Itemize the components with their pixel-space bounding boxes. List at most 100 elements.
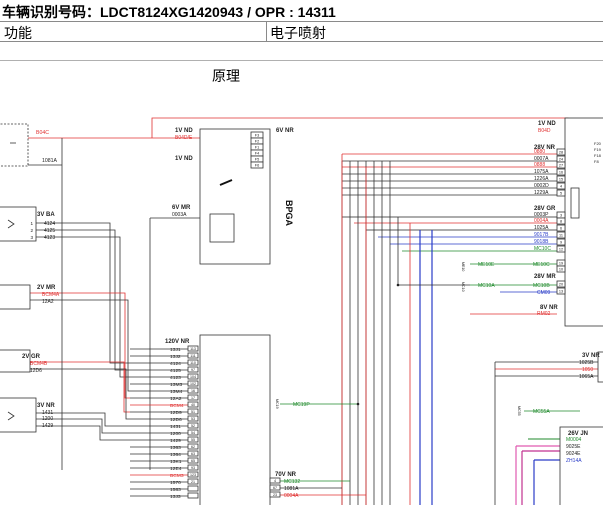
connector-pin-label: 12 — [559, 248, 563, 252]
label-mc10b: MC10B — [533, 283, 550, 289]
ecu-pin-label: 16 — [191, 389, 195, 393]
label-6v-mr: 6V MR — [172, 205, 191, 211]
label-2v-mr: 2V MR — [37, 285, 56, 291]
ground-tag: ME10 — [461, 262, 465, 271]
label-0880: 0880 — [534, 149, 545, 155]
ecu-pin — [187, 457, 199, 464]
label-1200: 1200 — [170, 431, 181, 437]
connector-pin-label: 13 — [559, 290, 563, 294]
ecu-pin-label: 40 — [191, 403, 195, 407]
label-4123: 4123 — [44, 235, 55, 241]
bsi-fuse-label: F19 — [594, 147, 602, 152]
ecu-pin — [187, 478, 199, 485]
ground-tag: MC55 — [517, 406, 521, 416]
fuse-pin-label: F4 — [255, 152, 259, 156]
ecu-pin-label: 111 — [190, 354, 195, 358]
label-13M3: 13M3 — [170, 382, 183, 388]
connector-pin-label: 3 — [560, 214, 562, 218]
ground-tag: MC19 — [275, 399, 279, 409]
label-1431: 1431 — [170, 424, 181, 430]
ecu-pin — [187, 436, 199, 443]
ecu-pin-label: 97 — [191, 368, 195, 372]
ecu-pin-label: 113 — [190, 347, 196, 351]
label-28v-mr: 28V MR — [534, 274, 556, 280]
bsi-box — [564, 117, 603, 327]
label-1025A: 1025A — [534, 225, 549, 231]
label-MC10C: MC10C — [534, 246, 551, 252]
ecu-pin-label: 102 — [190, 382, 196, 386]
function-label: 功能 — [4, 25, 32, 41]
label-BCM4: BCM4 — [170, 403, 184, 409]
header-bar: 车辆识别号码：LDCT8124XG1420943 / OPR : 14311 — [0, 0, 603, 22]
ecu-pin-label: 17 — [191, 396, 195, 400]
ecu-pin-label: 55 — [191, 438, 195, 442]
label-28v-nr: 28V NR — [534, 145, 556, 151]
bpga-label: BPGA — [284, 200, 294, 227]
ecu-pin-label: 104 — [190, 375, 196, 379]
ecu-pin — [269, 484, 281, 491]
label-9018B: 9018B — [534, 239, 549, 245]
label-13J1: 13J1 — [170, 347, 181, 353]
wire-layer — [28, 117, 603, 505]
ecu-pin-label: 4 — [274, 479, 276, 483]
label-12E4: 12E4 — [170, 466, 182, 472]
label-12A2: 12A2 — [170, 396, 182, 402]
label-120v-nr: 120V NR — [165, 339, 190, 345]
junction-dot — [356, 402, 360, 406]
connector-pin-label: 20 — [559, 283, 563, 287]
fuse-pin-label: F6 — [255, 164, 259, 168]
label-12a2: 12A2 — [42, 299, 54, 305]
bpga-relay — [209, 213, 235, 243]
blank-row — [0, 42, 603, 61]
label-me10e: ME10E — [478, 262, 495, 268]
label-b04d-e: B04D/E — [175, 135, 193, 141]
label-1431: 1431 — [42, 410, 53, 416]
label-13J3: 13J3 — [170, 494, 181, 500]
label-0003P: 0003P — [534, 212, 549, 218]
junction-dot — [396, 283, 400, 287]
ecu-pin-label: 53 — [191, 417, 195, 421]
fuse-pin-label: F3 — [255, 134, 259, 138]
component-layer — [0, 117, 603, 505]
connector-pin-label: 6 — [560, 227, 562, 231]
label-b04c: B04C — [36, 130, 49, 136]
sensor-2vmr — [0, 284, 31, 310]
connector-pin-label: 28 — [559, 151, 563, 155]
label-2v-gr: 2V GR — [22, 354, 41, 360]
label-0003a: 0003A — [172, 212, 187, 218]
ecu-pin-label: 62 — [191, 445, 195, 449]
wire — [80, 412, 130, 427]
connector-pin — [556, 189, 566, 197]
ecu-pin — [187, 443, 199, 450]
connector-pin-label: 8 — [560, 220, 562, 224]
label-13M4: 13M4 — [170, 389, 183, 395]
connector-26vjn — [559, 426, 603, 505]
wire — [80, 425, 130, 441]
pin-number: 2 — [30, 228, 33, 233]
pin-number: 3 — [30, 235, 33, 240]
vin-value: LDCT8124XG1420943 — [100, 4, 244, 20]
label-13J2: 13J2 — [170, 354, 181, 360]
label-m0004: M0004 — [566, 437, 582, 443]
wire — [75, 236, 130, 378]
opr-separator: / OPR : — [243, 4, 298, 20]
ecu-pin — [187, 408, 199, 415]
label-rm02: RM02 — [537, 311, 551, 317]
ecu-pin-label: 21 — [191, 480, 195, 484]
ecu-pin-label: 51 — [191, 410, 195, 414]
ecu-pin — [187, 352, 199, 359]
label-1226A: 1226A — [534, 176, 549, 182]
connector-pin — [556, 280, 566, 288]
ecu-pin-label: 110 — [190, 361, 196, 365]
bsi-fuse-label: F8 — [594, 159, 599, 164]
connector-pin-label: 27 — [559, 164, 563, 168]
ecu-pin — [187, 366, 199, 373]
label-1081a-2: 1081A — [284, 486, 299, 492]
wire — [80, 418, 130, 434]
label-26v-jn: 26V JN — [568, 431, 588, 437]
ecu-pin-label: 54 — [191, 431, 195, 435]
fuse-pin-label: F1 — [255, 146, 259, 150]
connector-pin-label: 15 — [559, 178, 563, 182]
